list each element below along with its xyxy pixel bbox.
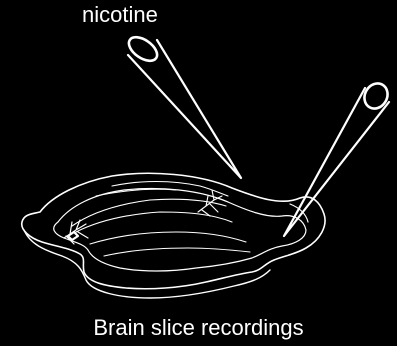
slice-lower-rim	[24, 230, 270, 298]
nicotine-label: nicotine	[82, 2, 158, 28]
figure-caption: Brain slice recordings	[0, 315, 397, 341]
nicotine-pipette	[125, 32, 241, 178]
recording-pipette-barrel	[284, 88, 389, 236]
nicotine-pipette-opening	[125, 32, 162, 65]
slice-outer-contour	[22, 173, 325, 288]
recording-pipette	[284, 79, 392, 236]
recording-pipette-opening	[360, 79, 392, 113]
slice-layer-3	[90, 232, 246, 244]
slice-layer-4	[104, 248, 250, 256]
neuron-left-soma	[68, 232, 78, 240]
brain-slice	[22, 173, 325, 298]
slice-inner-contour	[54, 189, 306, 272]
